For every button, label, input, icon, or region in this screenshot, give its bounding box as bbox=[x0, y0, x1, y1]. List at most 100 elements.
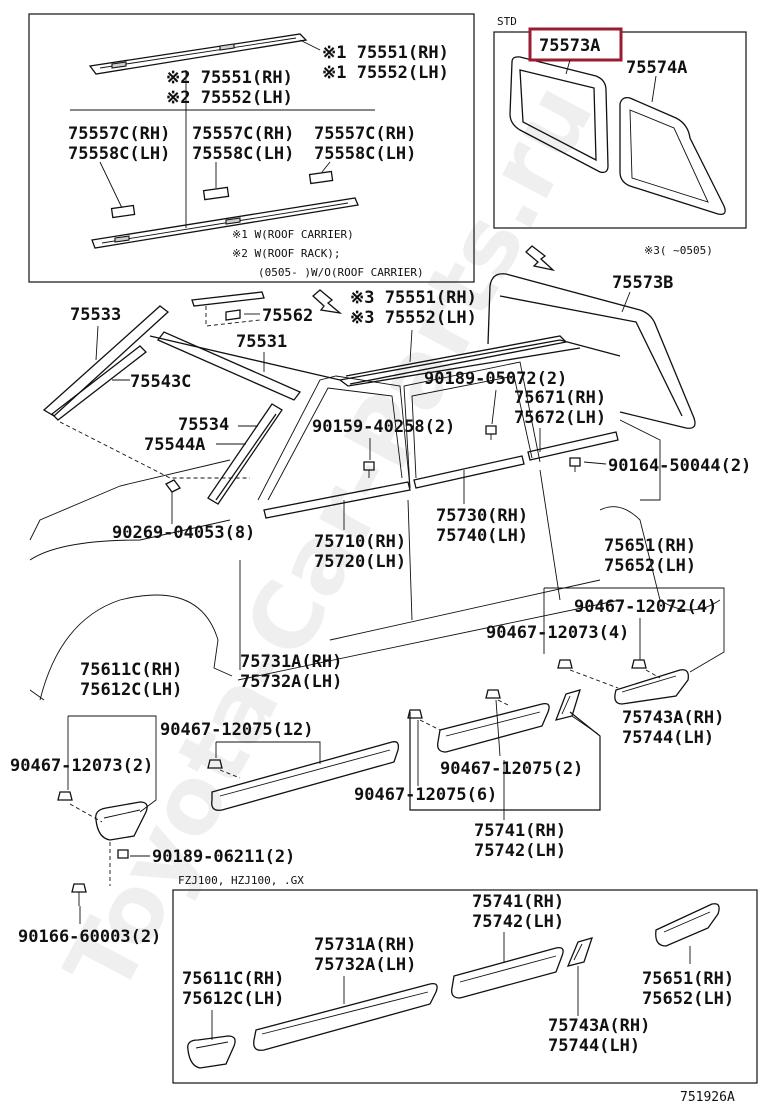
label-b75652: 75652(LH) bbox=[642, 989, 734, 1009]
windshield-molding-75533[interactable] bbox=[42, 305, 170, 421]
label-r3-rh: ※3 75551(RH) bbox=[350, 288, 477, 308]
front-door-belt-molding[interactable] bbox=[263, 481, 411, 519]
variant-quarter-molding[interactable] bbox=[566, 937, 594, 967]
label-90189-06211: 90189-06211(2) bbox=[152, 847, 295, 867]
label-b75744: 75744(LH) bbox=[548, 1036, 640, 1056]
label-90166: 90166-60003(2) bbox=[18, 927, 161, 947]
rocker-line bbox=[237, 599, 621, 681]
front-wheel-arch bbox=[39, 594, 233, 701]
front-door-frame bbox=[257, 375, 411, 501]
clip-90467-12075-rear-1[interactable] bbox=[407, 709, 423, 719]
clip-90269[interactable] bbox=[165, 479, 181, 500]
rear-quarter-weatherstrip[interactable] bbox=[487, 273, 696, 429]
label-75533: 75533 bbox=[70, 305, 121, 325]
label-b75741: 75741(RH) bbox=[472, 892, 564, 912]
label-variant-models: FZJ100, HZJ100, .GX bbox=[178, 874, 304, 887]
clip-90467-12073-a[interactable] bbox=[557, 659, 573, 669]
label-75543c: 75543C bbox=[130, 372, 191, 392]
variant-rear-fender-molding[interactable] bbox=[655, 903, 720, 947]
label-90467-12073-a: 90467-12073(4) bbox=[486, 623, 629, 643]
label-90467-12075-c: 90467-12075(6) bbox=[354, 785, 497, 805]
label-c2-lh: 75558C(LH) bbox=[192, 144, 294, 164]
label-75531: 75531 bbox=[236, 332, 287, 352]
roof-rail-upper[interactable] bbox=[88, 33, 308, 75]
label-c2-rh: 75557C(RH) bbox=[192, 124, 294, 144]
label-90159: 90159-40258(2) bbox=[312, 417, 455, 437]
label-90467-12075-b: 90467-12075(2) bbox=[440, 759, 583, 779]
label-75720: 75720(LH) bbox=[314, 552, 406, 572]
roof-rail-main[interactable] bbox=[339, 347, 581, 387]
arrow-to-quarter bbox=[525, 245, 556, 272]
quarter-window-glass[interactable] bbox=[619, 96, 726, 215]
molding-75562-strip[interactable] bbox=[191, 291, 265, 307]
variant-inset-frame bbox=[172, 889, 758, 1084]
label-c3-rh: 75557C(RH) bbox=[314, 124, 416, 144]
rear-door-lower-molding-75741[interactable] bbox=[437, 703, 550, 753]
label-b75611c: 75611C(RH) bbox=[182, 969, 284, 989]
quarter-window-weatherstrip[interactable] bbox=[509, 56, 609, 174]
label-75611c: 75611C(RH) bbox=[80, 660, 182, 680]
label-75573a[interactable]: 75573A bbox=[539, 36, 600, 56]
clip-75562[interactable] bbox=[225, 309, 241, 321]
label-75671: 75671(RH) bbox=[514, 388, 606, 408]
quarter-molding-75743a[interactable] bbox=[554, 689, 581, 721]
roof-rail-lower[interactable] bbox=[91, 197, 359, 249]
variant-front-door-molding[interactable] bbox=[253, 983, 438, 1051]
label-75612c: 75612C(LH) bbox=[80, 680, 182, 700]
clip-90467-12075-a[interactable] bbox=[207, 759, 223, 769]
note-without-carrier: (0505- )W/O(ROOF CARRIER) bbox=[258, 266, 424, 279]
roof-side-molding-75531[interactable] bbox=[156, 331, 302, 401]
label-75710: 75710(RH) bbox=[314, 532, 406, 552]
clip-90164[interactable] bbox=[569, 457, 581, 472]
quarter-belt-molding[interactable] bbox=[527, 431, 619, 461]
label-75743a: 75743A(RH) bbox=[622, 708, 724, 728]
label-c3-lh: 75558C(LH) bbox=[314, 144, 416, 164]
clip-90189-06211[interactable] bbox=[117, 849, 129, 859]
front-fender-molding-75611c[interactable] bbox=[95, 801, 148, 841]
label-90189-05072: 90189-05072(2) bbox=[424, 369, 567, 389]
label-75672: 75672(LH) bbox=[514, 408, 606, 428]
label-b75732a: 75732A(LH) bbox=[314, 955, 416, 975]
label-c1-lh: 75558C(LH) bbox=[68, 144, 170, 164]
label-75741: 75741(RH) bbox=[474, 821, 566, 841]
front-door-lower-molding[interactable] bbox=[211, 741, 400, 811]
clip-90189-top[interactable] bbox=[485, 425, 497, 440]
label-75730: 75730(RH) bbox=[436, 506, 528, 526]
roof-drip-molding[interactable] bbox=[345, 335, 568, 385]
variant-rear-door-molding[interactable] bbox=[451, 947, 564, 999]
rail-cover-left[interactable] bbox=[110, 204, 136, 219]
rear-door-belt-molding[interactable] bbox=[413, 455, 525, 489]
rear-wheel-arch bbox=[599, 506, 721, 611]
rear-fender-molding-75651[interactable] bbox=[614, 669, 689, 705]
label-75573b: 75573B bbox=[612, 273, 673, 293]
variant-front-fender-molding[interactable] bbox=[187, 1035, 236, 1069]
pillar-molding-75534[interactable] bbox=[207, 403, 283, 505]
label-b75612c: 75612C(LH) bbox=[182, 989, 284, 1009]
rail-cover-middle[interactable] bbox=[202, 186, 230, 201]
label-90164: 90164-50044(2) bbox=[608, 456, 751, 476]
note-roof-carrier: ※1 W(ROOF CARRIER) bbox=[232, 228, 354, 241]
label-90467-12072: 90467-12072(4) bbox=[574, 597, 717, 617]
label-r3-lh: ※3 75552(LH) bbox=[350, 308, 477, 328]
clip-90467-12072[interactable] bbox=[631, 659, 647, 669]
screw-90166[interactable] bbox=[71, 883, 87, 906]
label-r2-rh: ※2 75551(RH) bbox=[166, 68, 293, 88]
label-90467-12073-b: 90467-12073(2) bbox=[10, 756, 153, 776]
label-std: STD bbox=[497, 15, 517, 28]
clip-90467-12073-b[interactable] bbox=[57, 791, 73, 801]
highlight-box-75573a bbox=[528, 27, 623, 62]
clip-90467-12075-rear-2[interactable] bbox=[485, 689, 501, 699]
label-75732a: 75732A(LH) bbox=[240, 672, 342, 692]
label-75562: 75562 bbox=[262, 306, 313, 326]
label-r1-rh: ※1 75551(RH) bbox=[322, 43, 449, 63]
clip-90159[interactable] bbox=[363, 461, 375, 478]
label-75740: 75740(LH) bbox=[436, 526, 528, 546]
figure-number: 751926A bbox=[680, 1090, 735, 1105]
label-90467-12075-a: 90467-12075(12) bbox=[160, 720, 314, 740]
label-b75742: 75742(LH) bbox=[472, 912, 564, 932]
label-r2-lh: ※2 75552(LH) bbox=[166, 88, 293, 108]
label-75544a: 75544A bbox=[144, 435, 205, 455]
rail-cover-right[interactable] bbox=[308, 170, 334, 185]
label-75534: 75534 bbox=[178, 415, 229, 435]
